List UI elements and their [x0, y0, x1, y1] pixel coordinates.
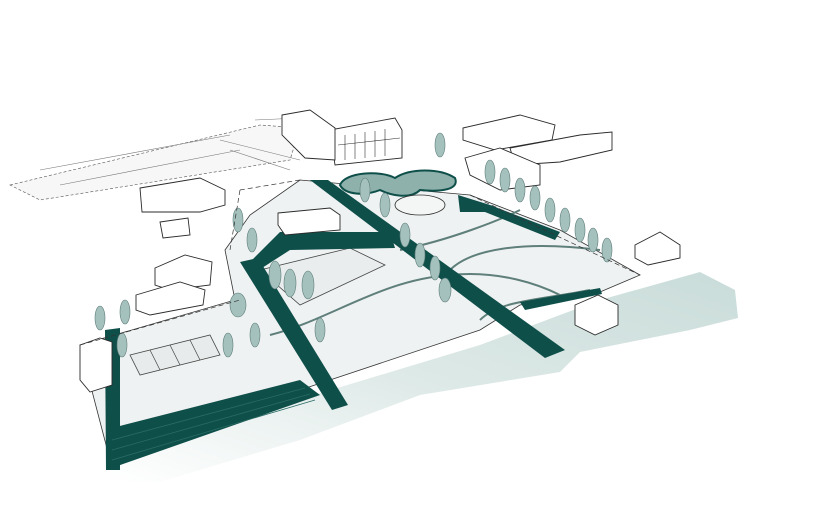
tree [559, 207, 571, 233]
west-promenade [240, 258, 348, 410]
tree [574, 217, 586, 243]
street-network [9, 124, 301, 201]
chateau-wing [281, 109, 336, 161]
fountain-basin [394, 194, 446, 216]
tree [116, 332, 128, 358]
tree [414, 242, 426, 268]
building-south-west [79, 337, 113, 393]
chateau-windows [337, 129, 401, 160]
tree [529, 185, 541, 211]
tree [379, 192, 391, 218]
building-west-1 [139, 177, 226, 213]
tree [484, 159, 496, 185]
tree [229, 292, 247, 318]
building-east-house [634, 231, 681, 266]
tree [301, 270, 315, 300]
tree [587, 227, 599, 253]
tree [499, 167, 511, 193]
buildings [79, 109, 681, 393]
tree [246, 227, 258, 253]
trees [94, 132, 613, 358]
tree [94, 305, 106, 331]
building-west-2 [159, 217, 191, 239]
tree [268, 260, 282, 290]
tree [429, 255, 441, 281]
street-north [39, 117, 301, 186]
tree [232, 207, 244, 233]
tree [514, 177, 526, 203]
building-west-3 [154, 254, 213, 291]
step-lines [111, 387, 316, 461]
south-east-path [520, 288, 602, 310]
parking-lines [149, 339, 201, 371]
tree [314, 317, 326, 343]
tree [249, 322, 261, 348]
tree [222, 332, 234, 358]
chateau [329, 117, 403, 166]
east-entrance [458, 195, 560, 240]
tree [601, 237, 613, 263]
tree [434, 132, 446, 158]
tree [399, 222, 411, 248]
pavilion [574, 294, 619, 336]
building-central [277, 207, 341, 236]
tree [438, 277, 452, 303]
site-boundary [79, 179, 641, 346]
cross-path [250, 232, 395, 268]
tree [544, 197, 556, 223]
terraced-steps [106, 380, 320, 470]
tree [359, 177, 371, 203]
building-west-4 [135, 281, 206, 316]
tree [283, 268, 297, 298]
tree [119, 299, 131, 325]
